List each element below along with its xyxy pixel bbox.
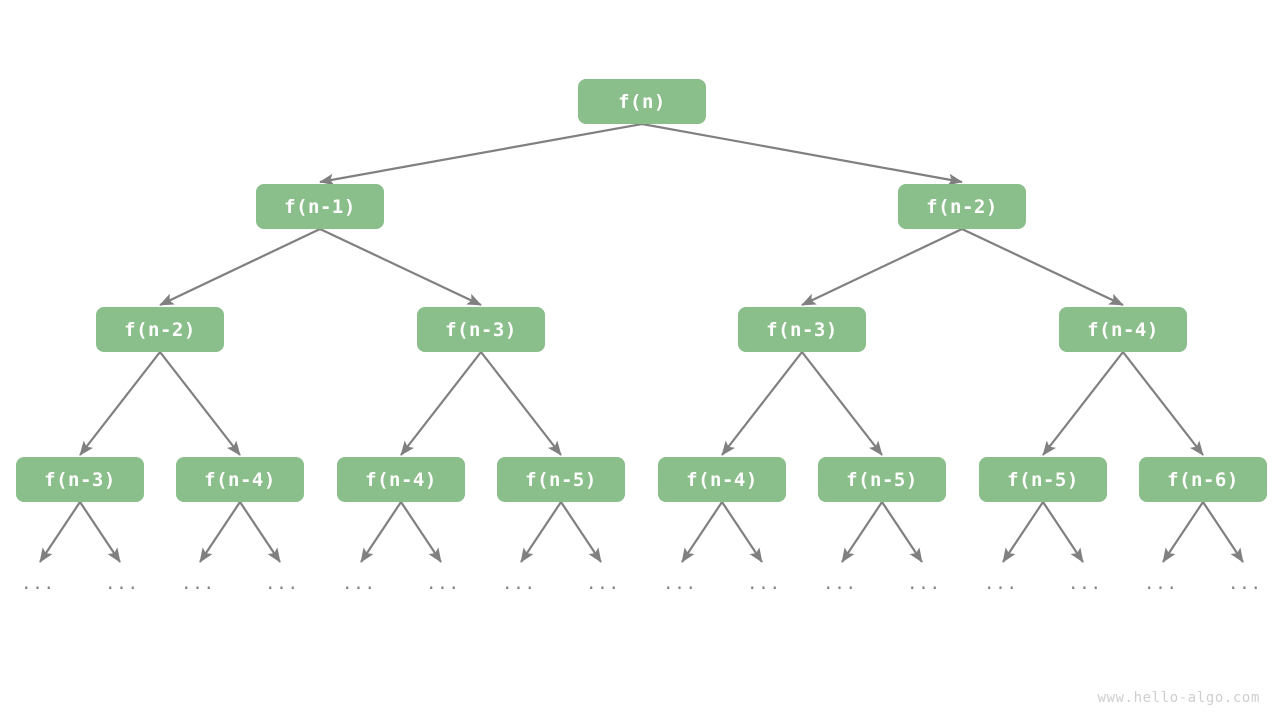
stub-edge-n10-left <box>520 501 562 563</box>
tree-edge-n5-to-n12 <box>801 351 883 456</box>
tree-node-n2: f(n-2) <box>898 184 1026 229</box>
ellipsis-n12-right: ... <box>907 574 941 594</box>
ellipsis-n9-left: ... <box>342 574 376 594</box>
stub-edge-n9-left <box>360 501 402 563</box>
ellipsis-n7-left: ... <box>21 574 55 594</box>
stub-edge-n13-right <box>1042 501 1084 563</box>
stub-edge-n10-right <box>560 501 602 563</box>
stub-edge-n11-right <box>721 501 763 563</box>
tree-node-n4: f(n-3) <box>417 307 545 352</box>
tree-node-n3: f(n-2) <box>96 307 224 352</box>
ellipsis-n14-left: ... <box>1144 574 1178 594</box>
tree-edge-n1-to-n3 <box>159 228 321 306</box>
tree-node-n12: f(n-5) <box>818 457 946 502</box>
tree-node-n0: f(n) <box>578 79 706 124</box>
stub-edge-n7-left <box>39 501 81 563</box>
ellipsis-n13-right: ... <box>1068 574 1102 594</box>
tree-node-n14: f(n-6) <box>1139 457 1267 502</box>
stub-edge-group <box>39 501 1244 563</box>
tree-edge-n0-to-n1 <box>319 122 643 186</box>
ellipsis-n10-left: ... <box>502 574 536 594</box>
ellipsis-n11-right: ... <box>747 574 781 594</box>
ellipsis-n8-right: ... <box>265 574 299 594</box>
stub-edge-n11-left <box>681 501 723 563</box>
ellipsis-n10-right: ... <box>586 574 620 594</box>
tree-node-n8: f(n-4) <box>176 457 304 502</box>
tree-edge-n6-to-n13 <box>1042 351 1124 456</box>
stub-edge-n14-left <box>1162 501 1204 563</box>
stub-edge-n9-right <box>400 501 442 563</box>
ellipsis-n9-right: ... <box>426 574 460 594</box>
tree-node-n11: f(n-4) <box>658 457 786 502</box>
tree-node-n6: f(n-4) <box>1059 307 1187 352</box>
stub-edge-n12-left <box>841 501 883 563</box>
tree-node-n9: f(n-4) <box>337 457 465 502</box>
tree-node-n10: f(n-5) <box>497 457 625 502</box>
edge-group <box>79 122 1204 456</box>
tree-node-n7: f(n-3) <box>16 457 144 502</box>
stub-edge-n7-right <box>79 501 121 563</box>
ellipsis-n12-left: ... <box>823 574 857 594</box>
tree-edge-n1-to-n4 <box>319 228 482 306</box>
ellipsis-n7-right: ... <box>105 574 139 594</box>
ellipsis-n11-left: ... <box>663 574 697 594</box>
tree-edge-n5-to-n11 <box>721 351 803 456</box>
stub-edge-n14-right <box>1202 501 1244 563</box>
tree-edge-n3-to-n8 <box>159 351 241 456</box>
stub-edge-n8-left <box>199 501 241 563</box>
tree-edge-n4-to-n9 <box>400 351 482 456</box>
tree-edge-n2-to-n6 <box>961 228 1124 306</box>
tree-edge-n3-to-n7 <box>79 351 161 456</box>
tree-node-n5: f(n-3) <box>738 307 866 352</box>
ellipsis-n8-left: ... <box>181 574 215 594</box>
tree-node-n13: f(n-5) <box>979 457 1107 502</box>
tree-edge-n6-to-n14 <box>1122 351 1204 456</box>
stub-edge-n13-left <box>1002 501 1044 563</box>
tree-node-n1: f(n-1) <box>256 184 384 229</box>
watermark: www.hello-algo.com <box>1097 690 1260 706</box>
tree-edge-n0-to-n2 <box>641 122 963 186</box>
stub-edge-n12-right <box>881 501 923 563</box>
ellipsis-n14-right: ... <box>1228 574 1262 594</box>
tree-edge-n2-to-n5 <box>801 228 963 306</box>
stub-edge-n8-right <box>239 501 281 563</box>
tree-edge-n4-to-n10 <box>480 351 562 456</box>
ellipsis-n13-left: ... <box>984 574 1018 594</box>
